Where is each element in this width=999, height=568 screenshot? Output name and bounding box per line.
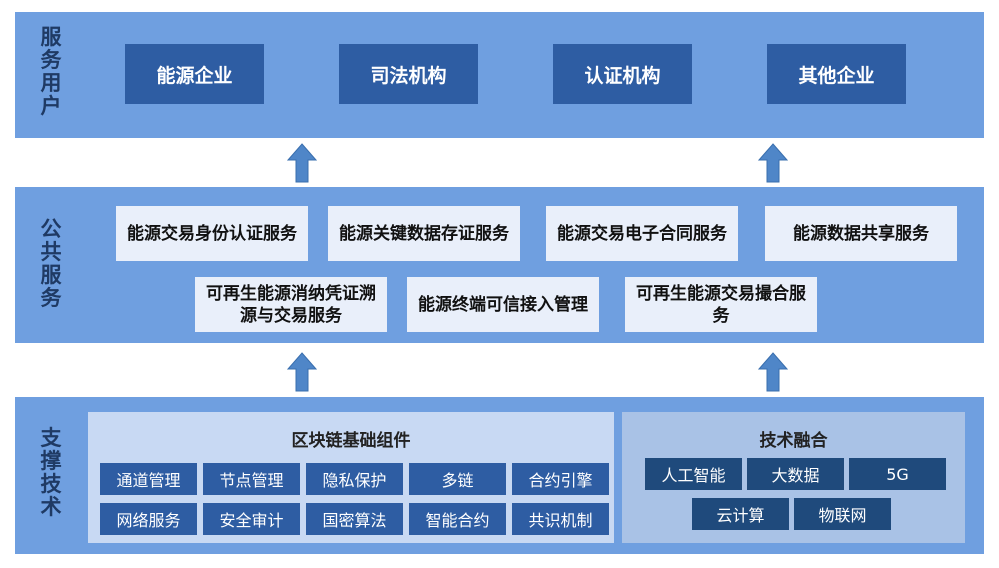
layer-label-public: 公共服务 [40, 217, 62, 310]
layer-label-users: 服务用户 [40, 25, 62, 118]
chip-security-audit: 安全审计 [203, 503, 300, 535]
up-arrow-right-top [758, 143, 788, 183]
panel-title-blockchain: 区块链基础组件 [291, 431, 411, 451]
chip-smart-contract: 智能合约 [409, 503, 506, 535]
layer-public-services: 公共服务 能源交易身份认证服务 能源关键数据存证服务 能源交易电子合同服务 能源… [15, 187, 984, 343]
service-key-data-evidence: 能源关键数据存证服务 [328, 206, 520, 261]
service-identity-auth: 能源交易身份认证服务 [116, 206, 308, 261]
user-energy-enterprise: 能源企业 [125, 44, 264, 104]
panel-blockchain-components: 区块链基础组件 通道管理 节点管理 隐私保护 多链 合约引擎 网络服务 安全审计… [88, 412, 614, 543]
chip-5g: 5G [849, 458, 946, 490]
chip-multi-chain: 多链 [409, 463, 506, 495]
chip-channel-management: 通道管理 [100, 463, 197, 495]
chip-artificial-intelligence: 人工智能 [645, 458, 742, 490]
layer-support-technology: 支撑技术 区块链基础组件 通道管理 节点管理 隐私保护 多链 合约引擎 网络服务… [15, 397, 984, 554]
service-terminal-trusted-access: 能源终端可信接入管理 [407, 277, 599, 332]
chip-consensus-mechanism: 共识机制 [512, 503, 609, 535]
service-renewable-credential-trace: 可再生能源消纳凭证溯源与交易服务 [195, 277, 387, 332]
panel-tech-fusion: 技术融合 人工智能 大数据 5G 云计算 物联网 [622, 412, 965, 543]
panel-title-tech: 技术融合 [759, 431, 828, 451]
user-other-enterprise: 其他企业 [767, 44, 906, 104]
service-renewable-trade-matching: 可再生能源交易撮合服务 [625, 277, 817, 332]
chip-internet-of-things: 物联网 [794, 498, 891, 530]
chip-network-service: 网络服务 [100, 503, 197, 535]
layer-label-support: 支撑技术 [40, 426, 62, 519]
chip-node-management: 节点管理 [203, 463, 300, 495]
up-arrow-right-bottom [758, 352, 788, 392]
up-arrow-left-top [287, 143, 317, 183]
service-electronic-contract: 能源交易电子合同服务 [546, 206, 738, 261]
user-certification-institution: 认证机构 [553, 44, 692, 104]
chip-big-data: 大数据 [747, 458, 844, 490]
up-arrow-left-bottom [287, 352, 317, 392]
chip-contract-engine: 合约引擎 [512, 463, 609, 495]
chip-privacy-protection: 隐私保护 [306, 463, 403, 495]
service-data-sharing: 能源数据共享服务 [765, 206, 957, 261]
layer-service-users: 服务用户 能源企业 司法机构 认证机构 其他企业 [15, 12, 984, 138]
chip-national-crypto: 国密算法 [306, 503, 403, 535]
user-judicial-institution: 司法机构 [339, 44, 478, 104]
chip-cloud-computing: 云计算 [692, 498, 789, 530]
